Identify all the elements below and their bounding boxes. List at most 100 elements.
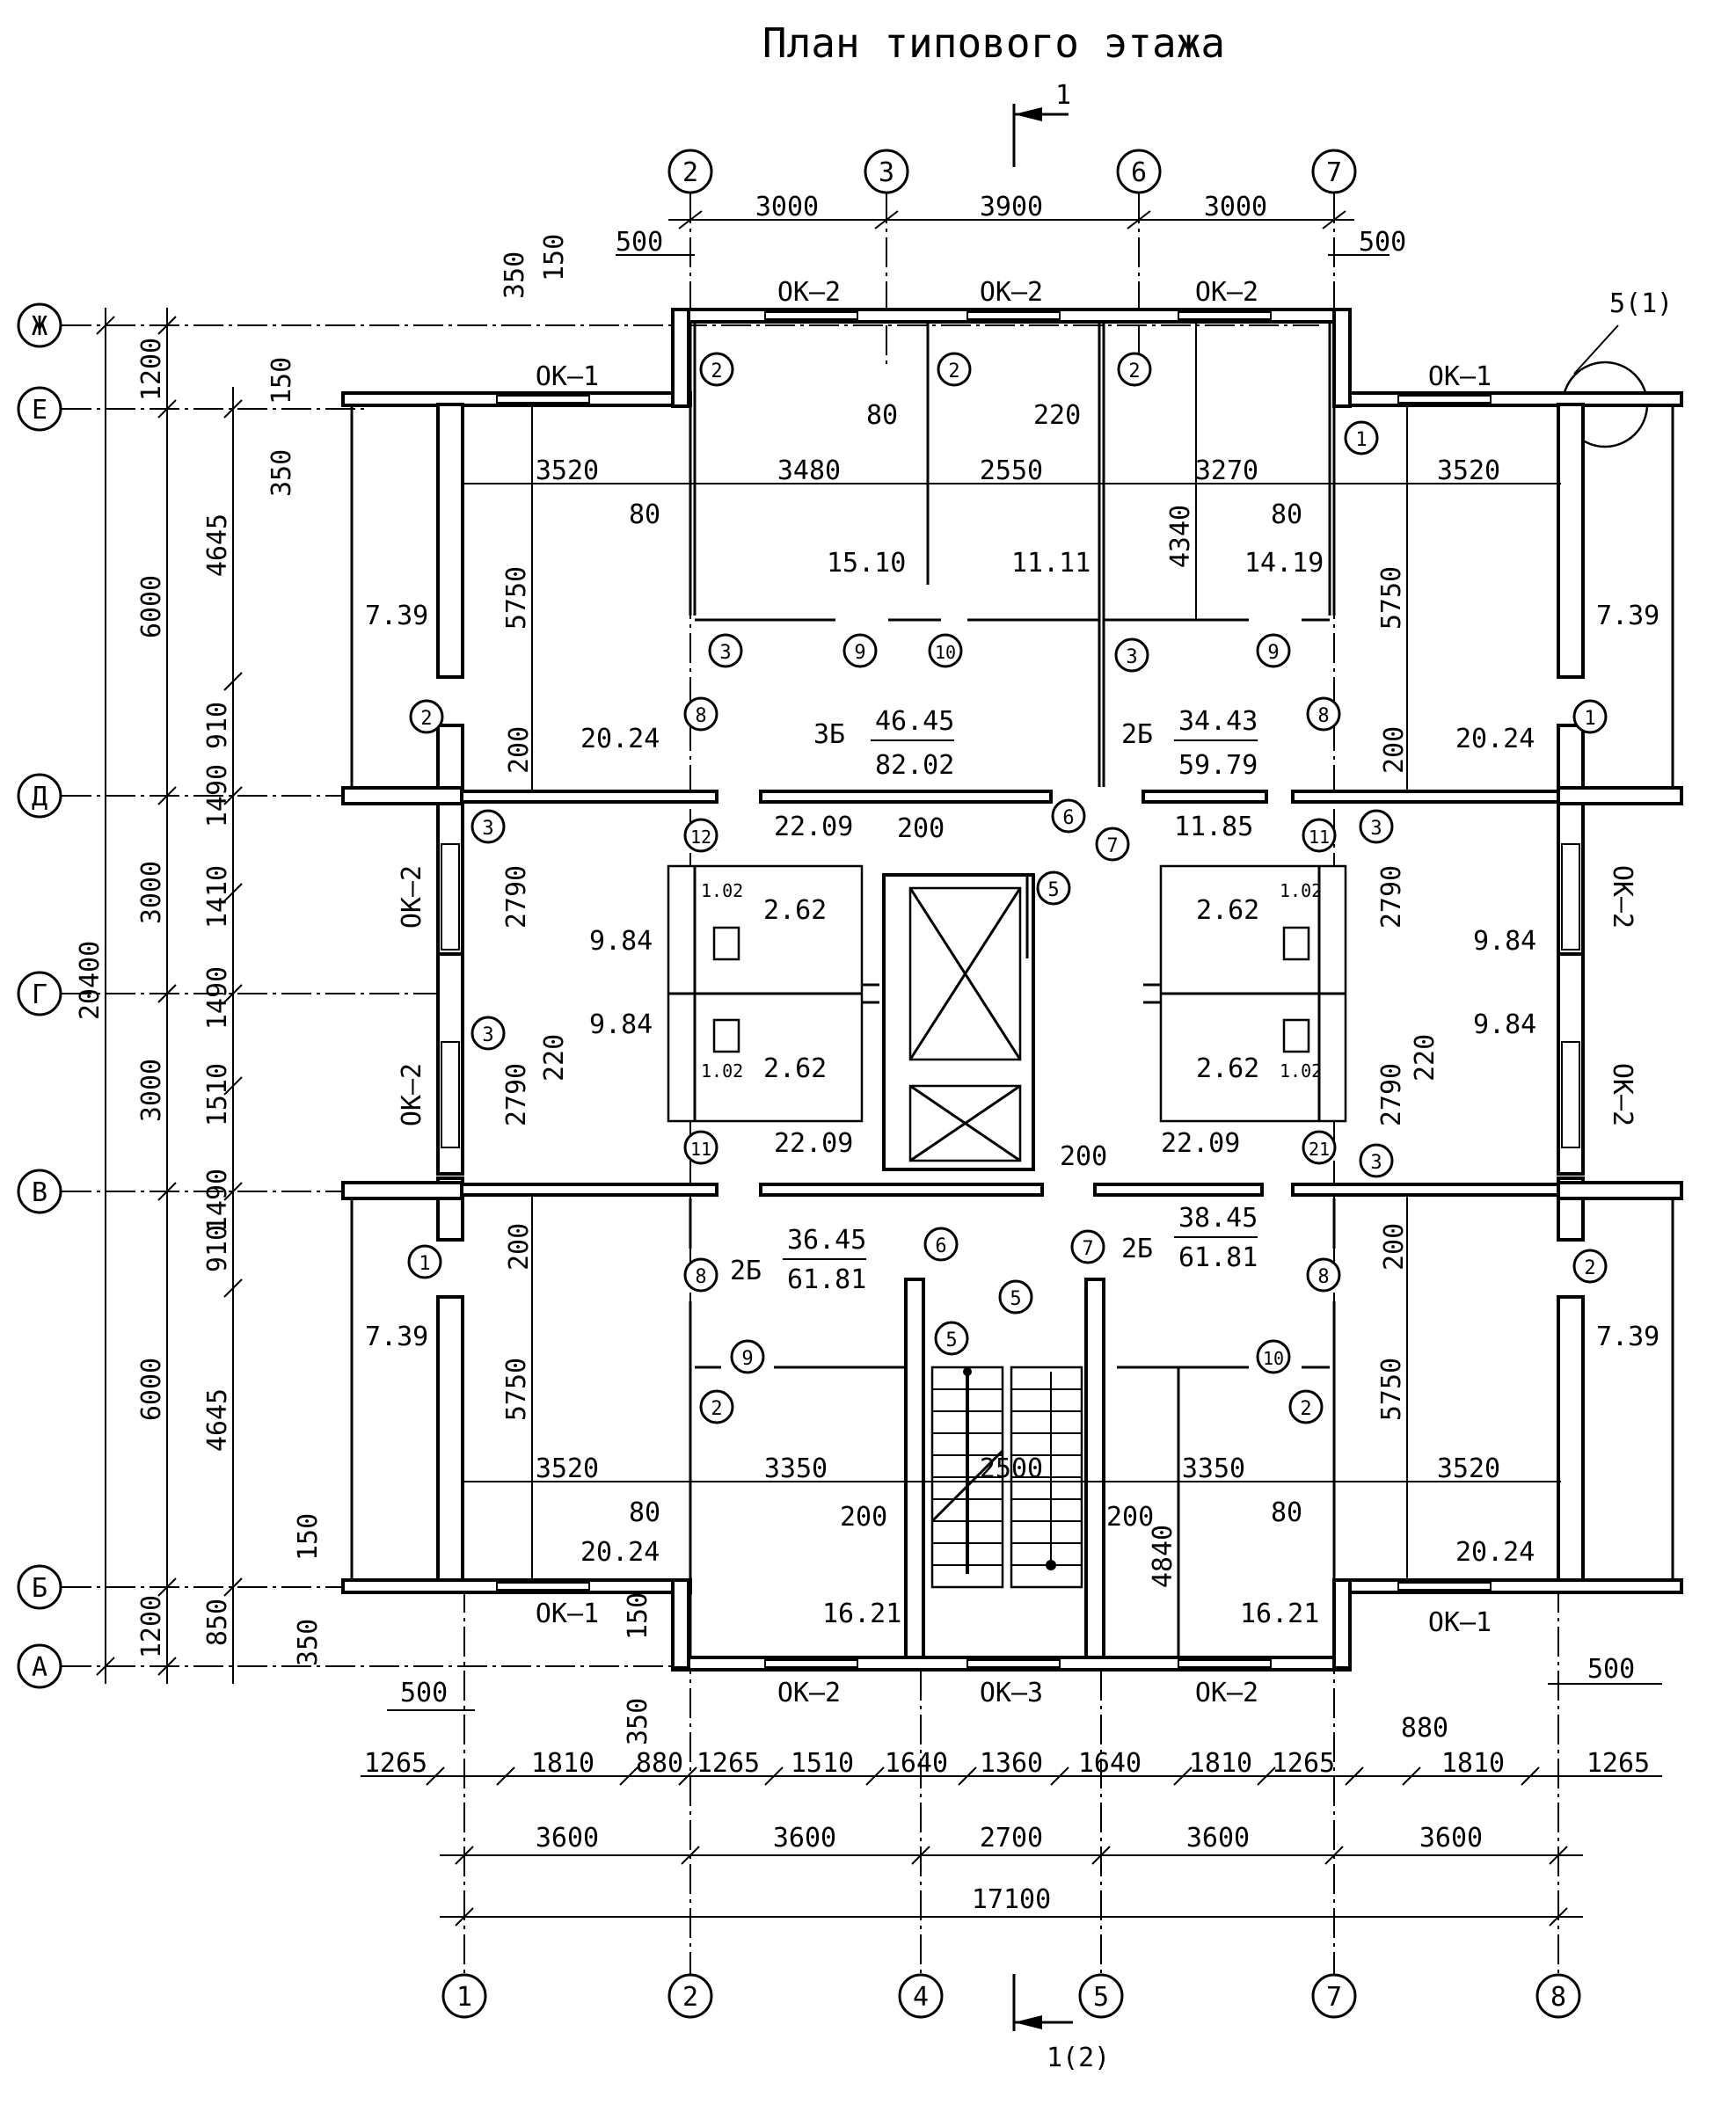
room-area: 7.39 (1596, 601, 1659, 631)
dim-label: 1810 (1441, 1748, 1505, 1779)
door-mark: 1 (1355, 429, 1367, 451)
axis-label: Д (32, 782, 47, 812)
dim-label: 1360 (980, 1748, 1043, 1779)
door-mark: 8 (1317, 1266, 1329, 1288)
dim-label: 1810 (1189, 1748, 1252, 1779)
dim-label: 3600 (1186, 1823, 1250, 1854)
dim-label: 3350 (764, 1453, 828, 1484)
axis-label: Ж (32, 311, 47, 342)
room-area: 2.62 (763, 1053, 827, 1084)
dim-label: 2790 (1376, 865, 1407, 929)
door-mark: 11 (690, 1139, 711, 1160)
axis-label: 2 (682, 1982, 698, 2013)
dim-label: 1640 (885, 1748, 948, 1779)
room-area: 20.24 (1455, 724, 1535, 754)
door-mark: 8 (695, 705, 706, 727)
room-areas: 7.39 7.39 7.39 7.39 20.24 20.24 20.24 20… (365, 548, 1659, 1629)
dim-label: 3520 (1437, 1453, 1500, 1484)
dim-label: 350 (500, 251, 530, 299)
node-ref: 5(1) (1609, 288, 1673, 319)
apartment-living: 38.45 (1178, 1203, 1258, 1234)
apartment-total: 61.81 (1178, 1242, 1258, 1273)
dim-label: 80 (1271, 499, 1302, 530)
room-area: 1.02 (1280, 1060, 1322, 1082)
interior-dimensions: 3520 3480 2550 3270 3520 3520 3350 2500 … (462, 322, 1561, 1657)
dim-label: 200 (1379, 726, 1410, 774)
door-mark: 9 (1267, 642, 1279, 664)
dim-label: 350 (623, 1698, 653, 1745)
top-dimension-chain: 3000 3900 3000 500 500 (616, 192, 1406, 258)
dim-label: 80 (629, 499, 660, 530)
apartment-type: 2Б (1121, 1234, 1153, 1264)
door-mark: 2 (1584, 1257, 1595, 1279)
plan-title: План типового этажа (762, 19, 1225, 67)
dim-label: 1490 (202, 966, 233, 1030)
axis-label: 8 (1550, 1982, 1566, 2013)
room-area: 22.09 (774, 812, 853, 842)
room-area: 20.24 (580, 1537, 660, 1568)
dim-label: 500 (616, 227, 663, 258)
dim-label: 4340 (1165, 505, 1196, 568)
dim-label: 3000 (1204, 192, 1267, 222)
window-label: ОК–1 (1428, 1607, 1492, 1638)
dim-label: 1640 (1078, 1748, 1142, 1779)
axis-label: 7 (1326, 1982, 1342, 2013)
dim-label: 3000 (136, 861, 167, 924)
dim-label: 2790 (501, 1063, 532, 1126)
dim-label: 3270 (1195, 455, 1258, 486)
dim-label: 2700 (980, 1823, 1043, 1854)
axis-label: 7 (1326, 157, 1342, 188)
axis-bubbles-rows: Ж Е Д Г В Б А (17, 302, 62, 1689)
dim-label: 1510 (202, 1063, 233, 1126)
room-area: 11.11 (1011, 548, 1090, 579)
door-mark: 3 (482, 1024, 493, 1046)
axis-label: 5 (1093, 1982, 1109, 2013)
dim-label: 220 (1033, 400, 1081, 431)
apartment-living: 46.45 (875, 706, 954, 737)
apartment-labels: 3Б 46.45 82.02 2Б 34.43 59.79 2Б 36.45 6… (730, 706, 1258, 1295)
dim-label: 5750 (1376, 566, 1407, 630)
door-mark: 2 (711, 1398, 722, 1420)
axis-label: Е (32, 395, 47, 426)
door-mark: 21 (1309, 1139, 1330, 1160)
dim-label: 150 (623, 1592, 653, 1640)
door-mark: 12 (690, 827, 711, 848)
room-area: 9.84 (589, 926, 653, 957)
dim-label: 880 (1401, 1713, 1448, 1744)
window-label: ОК–2 (777, 1678, 841, 1708)
window-label: ОК–2 (1607, 865, 1638, 929)
staircase (904, 1278, 1105, 1659)
dim-label: 1490 (202, 1169, 233, 1232)
axis-label: 3 (879, 157, 894, 188)
window-label: ОК–2 (1607, 1063, 1638, 1126)
room-area: 7.39 (365, 601, 428, 631)
dim-label: 500 (400, 1678, 448, 1708)
door-mark: 6 (935, 1235, 946, 1257)
dim-label: 80 (1271, 1497, 1302, 1528)
dim-label: 5750 (501, 566, 532, 630)
dim-label: 150 (266, 357, 297, 404)
door-marks: 1 1 1 2 2 2 2 2 2 2 3 3 3 3 3 3 5 5 5 6 … (407, 352, 1608, 1424)
room-area: 2.62 (1196, 895, 1259, 926)
dim-label: 1265 (1586, 1748, 1650, 1779)
door-mark: 5 (945, 1329, 957, 1351)
door-mark: 3 (1126, 646, 1137, 668)
dim-label: 500 (1359, 227, 1406, 258)
dim-label: 3600 (536, 1823, 599, 1854)
dim-label: 6000 (136, 1358, 167, 1421)
window-label: ОК–2 (397, 1063, 427, 1126)
room-area: 9.84 (1473, 1009, 1536, 1040)
room-area: 11.85 (1174, 812, 1253, 842)
apartment-type: 3Б (813, 719, 845, 750)
axis-label: 1 (456, 1982, 472, 2013)
dim-label: 2790 (1376, 1063, 1407, 1126)
apartment-living: 36.45 (787, 1225, 866, 1256)
dim-label: 200 (1060, 1141, 1107, 1172)
door-mark: 2 (948, 361, 959, 382)
window-label: ОК–1 (1428, 361, 1492, 392)
apartment-total: 61.81 (787, 1264, 866, 1295)
dim-label: 2790 (501, 865, 532, 929)
left-dimension-chains: 20400 1200 6000 3000 3000 6000 1200 4645… (75, 234, 570, 1684)
dim-label: 4645 (202, 1388, 233, 1452)
